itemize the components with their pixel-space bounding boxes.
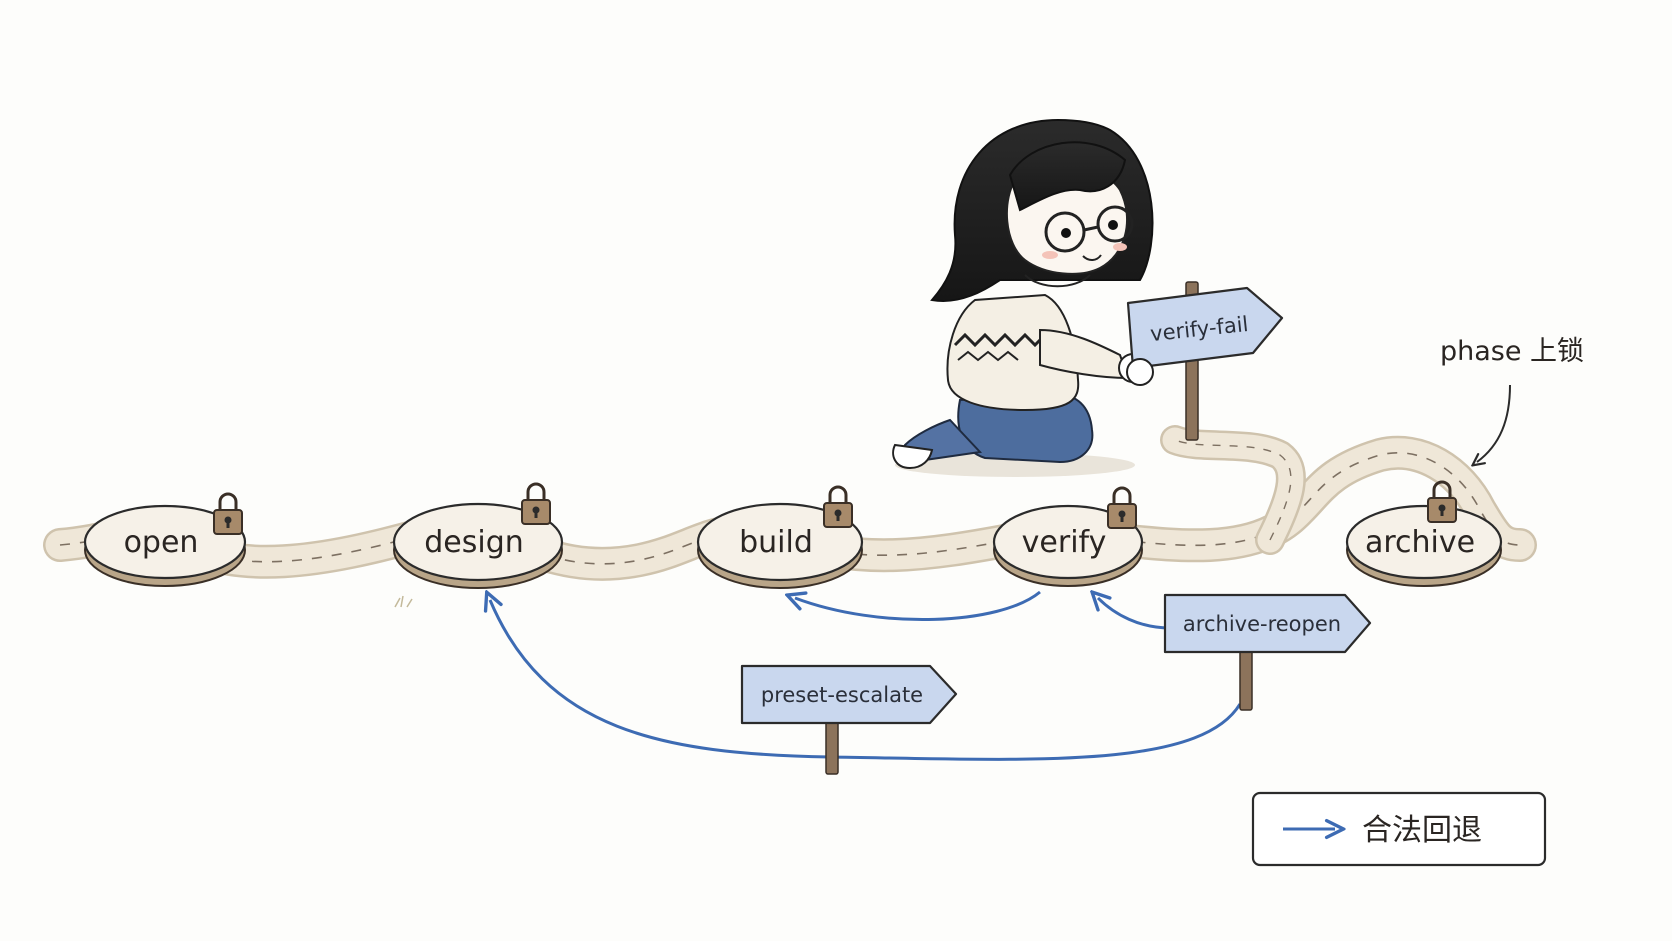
lock-icon <box>213 492 243 535</box>
winding-path <box>43 425 1537 581</box>
sign-label: preset-escalate <box>761 683 923 707</box>
phase-stone-archive: archive <box>1345 480 1503 587</box>
phase-label: archive <box>1365 525 1475 560</box>
note-pointer-arrow <box>1477 384 1511 462</box>
phase-label: verify <box>1022 525 1107 560</box>
phase-label: design <box>424 525 524 560</box>
grass-tuft <box>394 595 413 608</box>
lock-note: phase 上锁 <box>1440 336 1584 462</box>
lock-icon <box>1107 486 1137 529</box>
lock-icon <box>1427 480 1457 523</box>
phase-label: build <box>739 525 813 560</box>
phase-label: open <box>124 525 199 560</box>
lock-icon <box>521 482 551 525</box>
girl-character <box>892 118 1154 477</box>
sign-label: archive-reopen <box>1183 612 1341 636</box>
signpost-verify-fail: verify-fail <box>1126 281 1284 441</box>
signpost-preset-escalate: preset-escalate <box>740 664 958 775</box>
lock-icon <box>823 485 853 528</box>
phase-stone-open: open <box>83 492 247 587</box>
phase-stone-verify: verify <box>992 486 1144 587</box>
rollback-arrow-verify-to-build <box>795 590 1041 622</box>
phase-stone-build: build <box>696 485 864 589</box>
legend-label: 合法回退 <box>1362 813 1482 848</box>
phase-stone-design: design <box>392 482 564 589</box>
lock-note-label: phase 上锁 <box>1440 336 1584 367</box>
rollback-arrow-archive-to-verify <box>1098 598 1171 630</box>
signpost-archive-reopen: archive-reopen <box>1163 593 1372 711</box>
legend-box: 合法回退 <box>1251 791 1547 867</box>
